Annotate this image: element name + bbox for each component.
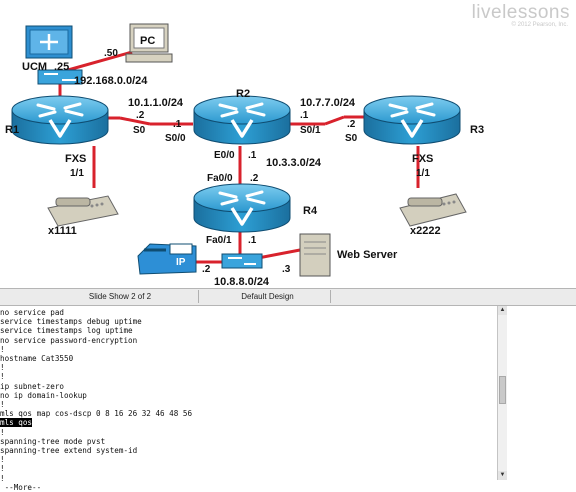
terminal-line: !	[0, 400, 5, 410]
r4-lan-switch-icon	[221, 253, 263, 269]
livelessons-logo: livelessons	[471, 2, 570, 23]
terminal-text: no service pad service timestamps debug …	[0, 306, 506, 492]
terminal-line: !	[0, 464, 5, 474]
ext-x1111-label: x1111	[48, 225, 77, 237]
r3-fxs-label: FXS	[412, 153, 433, 165]
terminal-line: service timestamps log uptime	[0, 326, 133, 336]
terminal-line: --More--	[0, 482, 46, 492]
net-r1-r2-label: 10.1.1.0/24	[128, 97, 184, 109]
terminal-line: no service pad	[0, 308, 65, 317]
status-bar: Slide Show 2 of 2 Default Design	[0, 288, 576, 306]
r4-fa01-host-label: .1	[248, 235, 257, 246]
slide-counter: Slide Show 2 of 2	[88, 292, 152, 301]
terminal-line: !	[0, 455, 5, 465]
scrollbar-thumb[interactable]	[499, 376, 506, 404]
r4-label: R4	[303, 205, 318, 217]
r4-fa00-label: Fa0/0	[207, 173, 233, 184]
net-r4-lan-label: 10.8.8.0/24	[214, 276, 270, 288]
status-divider	[330, 290, 331, 303]
terminal-line: mls qos map cos-dscp 0 8 16 26 32 46 48 …	[0, 409, 193, 419]
r4-fa00-host-label: .2	[250, 173, 259, 184]
web-server-label: Web Server	[337, 249, 398, 261]
slide-area: UCM .25 PC .50 192.168.0.0/24 R1 R2 R3 R…	[5, 2, 570, 288]
terminal-line: no service password-encryption	[0, 335, 138, 345]
r2-s00-label: S0/0	[165, 133, 186, 144]
network-topology-diagram: UCM .25 PC .50 192.168.0.0/24 R1 R2 R3 R…	[5, 23, 484, 288]
terminal-line: hostname Cat3550	[0, 354, 74, 364]
pc-host-label: .50	[104, 48, 118, 59]
router-r4-icon	[192, 182, 292, 234]
ucm-server-icon	[25, 25, 73, 59]
copyright-text: © 2012 Pearson, Inc.	[511, 22, 568, 28]
scroll-up-arrow-icon[interactable]: ▲	[498, 306, 507, 315]
terminal-line: !	[0, 363, 5, 373]
side-panel	[507, 306, 576, 480]
terminal-line: !	[0, 473, 5, 483]
r2-e00-host-label: .1	[248, 150, 257, 161]
terminal-line: no ip domain-lookup	[0, 390, 87, 400]
r1-port-label: 1/1	[70, 168, 84, 179]
r1-fxs-label: FXS	[65, 153, 86, 165]
r3-port-label: 1/1	[416, 168, 430, 179]
router-r2-icon	[192, 94, 292, 146]
ucm-label: UCM	[22, 61, 47, 73]
design-name: Default Design	[241, 292, 294, 301]
r1-r2-left-host-label: .2	[136, 110, 145, 121]
terminal-line: spanning-tree mode pvst	[0, 436, 106, 446]
router-r1-icon	[10, 94, 110, 146]
r1-label: R1	[5, 124, 19, 136]
lan-net-label: 192.168.0.0/24	[74, 75, 148, 87]
r2-label: R2	[236, 88, 250, 100]
ip-phone-label: IP	[176, 257, 186, 268]
terminal-line: !	[0, 372, 5, 382]
terminal-line: !	[0, 344, 5, 354]
lan-switch-icon	[37, 69, 83, 85]
r1-r2-right-host-label: .1	[173, 119, 182, 130]
pc-icon	[125, 23, 173, 63]
ipphone-host-label: .2	[202, 264, 211, 275]
r2-e00-label: E0/0	[214, 150, 235, 161]
web-server-icon	[299, 233, 331, 277]
terminal-line: !	[0, 427, 5, 437]
r3-label: R3	[470, 124, 484, 136]
r4-fa01-label: Fa0/1	[206, 235, 232, 246]
ip-phone-icon	[137, 243, 197, 275]
ucm-host-label: .25	[54, 61, 69, 73]
r1-s0-label: S0	[133, 125, 146, 136]
terminal-output[interactable]: no service pad service timestamps debug …	[0, 306, 506, 492]
ext-x2222-label: x2222	[410, 225, 441, 237]
analog-phone-x1111-icon	[47, 195, 119, 227]
status-divider	[198, 290, 199, 303]
net-r2-r4-label: 10.3.3.0/24	[266, 157, 322, 169]
analog-phone-x2222-icon	[399, 193, 467, 227]
terminal-line: service timestamps debug uptime	[0, 317, 142, 327]
router-r3-icon	[362, 94, 462, 146]
terminal-line: mls qos	[0, 418, 33, 428]
r2-s01-label: S0/1	[300, 125, 321, 136]
r3-s0-label: S0	[345, 133, 358, 144]
terminal-scrollbar[interactable]: ▲ ▼	[497, 306, 507, 480]
r2-r3-right-host-label: .2	[347, 119, 356, 130]
pc-label: PC	[140, 35, 155, 47]
webserver-host-label: .3	[282, 264, 291, 275]
net-r2-r3-label: 10.7.7.0/24	[300, 97, 356, 109]
terminal-line: ip subnet-zero	[0, 381, 65, 391]
r2-r3-left-host-label: .1	[300, 110, 309, 121]
terminal-line: spanning-tree extend system-id	[0, 446, 138, 456]
scroll-down-arrow-icon[interactable]: ▼	[498, 471, 507, 480]
